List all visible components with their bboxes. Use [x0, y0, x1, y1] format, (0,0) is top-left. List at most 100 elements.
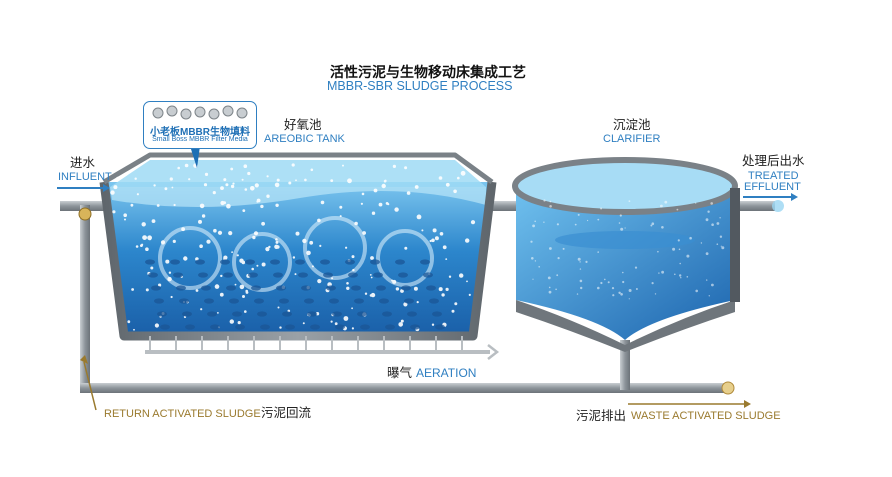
media-particle [351, 255, 355, 259]
clarifier-bubble [705, 218, 709, 222]
filter-media-particles [110, 163, 480, 332]
media-particle [220, 274, 223, 278]
diffuser-disc [179, 298, 189, 304]
media-particle [112, 210, 116, 214]
diffuser-disc [151, 285, 161, 291]
media-particle [451, 309, 455, 313]
clarifier-bubble [628, 298, 630, 300]
diffuser-disc [395, 259, 405, 265]
media-particle [457, 176, 460, 180]
clarifier-bubble [651, 222, 655, 225]
media-particle [239, 258, 244, 263]
effluent-cn: 处理后出水 [742, 154, 805, 168]
media-particle [404, 166, 408, 170]
media-particle [288, 181, 292, 185]
diffuser-disc [195, 259, 205, 265]
diffuser-disc [148, 272, 158, 278]
media-particle [304, 178, 307, 182]
clarifier-bubble [597, 218, 600, 221]
diffuser-disc [207, 311, 217, 317]
aeration-drop-lines [149, 336, 463, 351]
clarifier-bubble [620, 293, 623, 296]
media-particle [268, 245, 271, 249]
clarifier-bubble [530, 240, 533, 243]
media-particle [151, 219, 156, 224]
media-particle [438, 176, 443, 180]
media-particle [330, 179, 334, 183]
return-sludge-en: RETURN ACTIVATED SLUDGE [104, 408, 261, 420]
media-particle [413, 286, 418, 291]
diffuser-disc [307, 311, 317, 317]
diffuser-disc [360, 324, 370, 330]
media-particle [265, 247, 270, 252]
media-particle [160, 240, 166, 245]
clarifier-bubble [721, 246, 725, 250]
media-particle [130, 203, 134, 207]
media-particle [220, 186, 224, 191]
clarifier-bubble [680, 277, 682, 279]
media-particle [136, 193, 139, 196]
media-particle [124, 218, 126, 221]
media-particle [212, 191, 216, 195]
media-particle [392, 279, 397, 284]
media-particle [294, 273, 297, 276]
clarifier-bubble [719, 217, 721, 219]
diffuser-disc [235, 324, 245, 330]
diffuser-disc [145, 259, 155, 265]
media-particle [245, 289, 248, 293]
clarifier-bubble [695, 289, 698, 293]
media-particle [168, 271, 172, 274]
media-particle [214, 284, 220, 289]
diffuser-disc [273, 272, 283, 278]
media-particle [361, 192, 365, 196]
media-particle [439, 232, 444, 236]
media-particle [150, 266, 154, 270]
clarifier-bubble [634, 266, 638, 269]
clarifier-bubble [658, 272, 660, 274]
clarifier-bubble [531, 257, 534, 260]
aerobic-tank-en: AREOBIC TANK [264, 133, 345, 145]
media-particle [354, 221, 358, 226]
media-particle [470, 220, 476, 225]
clarifier-bubble [628, 200, 631, 203]
aerobic-tank-cn: 好氧池 [284, 118, 322, 132]
media-particle [431, 323, 435, 326]
media-particle [306, 250, 311, 256]
media-particle [302, 322, 305, 325]
clarifier-bubble [597, 251, 599, 253]
diffuser-disc [429, 298, 439, 304]
media-particle [276, 178, 280, 182]
media-particle [460, 170, 466, 176]
media-particle [256, 200, 259, 203]
clarifier-bubble [719, 235, 723, 238]
media-particle [431, 238, 435, 243]
clarifier-bubble [576, 293, 579, 295]
media-particle [468, 293, 471, 296]
media-particle [465, 238, 470, 243]
media-particle [204, 172, 209, 176]
diffuser-disc [270, 259, 280, 265]
clarifier-bubble [624, 227, 626, 229]
clarifier-bubble [534, 260, 537, 262]
clarifier-bubble [711, 283, 714, 287]
media-particle [385, 202, 389, 205]
media-particle [342, 164, 344, 167]
media-particle [291, 163, 295, 167]
clarifier-bubble [650, 224, 653, 227]
clarifier-bubble [689, 236, 692, 240]
media-particle [172, 239, 176, 243]
clarifier-bubble [700, 242, 703, 244]
media-particle [147, 235, 153, 241]
diffuser-disc [301, 285, 311, 291]
media-particle [279, 326, 282, 329]
clarifier-bubble [619, 214, 622, 217]
diffuser-disc [185, 324, 195, 330]
media-particle [217, 312, 219, 314]
diffuser-disc [210, 324, 220, 330]
media-particle [244, 188, 248, 191]
media-particle [392, 164, 396, 168]
clarifier-bubble [679, 274, 682, 277]
return-sludge-arrow [80, 355, 97, 411]
media-particle [183, 256, 188, 261]
